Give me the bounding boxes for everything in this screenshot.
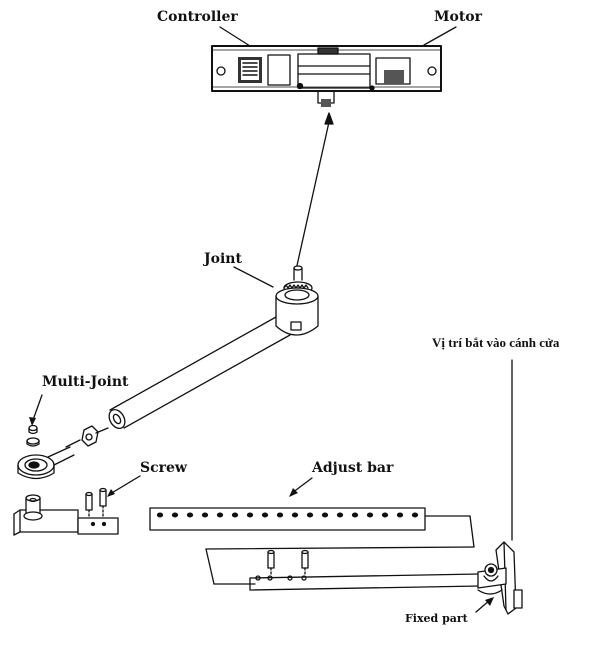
base-bracket [13, 494, 119, 536]
adjust-bar-hole [396, 512, 404, 518]
adjust-bar-hole [261, 512, 269, 518]
adjust-bar-hole [336, 512, 344, 518]
adjust-bar-hole [171, 512, 179, 518]
adjust-bar-hole [321, 512, 329, 518]
joint-leader [233, 266, 274, 288]
adjust-bar-hole [411, 512, 419, 518]
adjust-bar-label: Adjust bar [312, 460, 394, 476]
adjust-bar-hole [366, 512, 374, 518]
fixed-part [477, 541, 523, 615]
adjust-bar-hole [246, 512, 254, 518]
motor-label: Motor [434, 9, 483, 25]
arm-tube [108, 316, 291, 429]
joint-label: Joint [204, 251, 242, 267]
multi-joint-leader [32, 394, 43, 421]
screw-arrowhead [107, 489, 115, 497]
adjust-bar-hole [306, 512, 314, 518]
adjust-bar-hole [186, 512, 194, 518]
multi-joint-arrowhead [29, 417, 36, 426]
assembly-arrow-joint-to-housing [295, 112, 334, 271]
controller-label: Controller [157, 9, 238, 25]
screw-label: Screw [140, 460, 187, 476]
multi-joint-label: Multi-Joint [42, 374, 129, 390]
adjust-bar-hole [201, 512, 209, 518]
adjust-bar-hole [156, 512, 164, 518]
screw-leader [109, 475, 141, 495]
screws-pair-left [85, 487, 107, 519]
adjust-bar-hole [381, 512, 389, 518]
fixed-part-arrowhead [485, 597, 494, 606]
adjust-bar-arrowhead [289, 488, 298, 497]
adjust-bar [149, 507, 475, 585]
adjust-bar-hole [216, 512, 224, 518]
controller-leader [219, 26, 251, 47]
lower-link-bar [249, 549, 481, 591]
adjust-bar-hole [351, 512, 359, 518]
adjust-bar-hole [231, 512, 239, 518]
adjust-bar-hole [276, 512, 284, 518]
operator-housing [211, 45, 442, 107]
door-attach-position-label: Vị trí bắt vào cánh cửa [432, 335, 560, 350]
joint-part [275, 265, 319, 336]
adjust-bar-hole [291, 512, 299, 518]
multi-joint-part [17, 424, 109, 480]
motor-leader [423, 26, 457, 46]
fixed-part-label: Fixed part [405, 612, 468, 625]
